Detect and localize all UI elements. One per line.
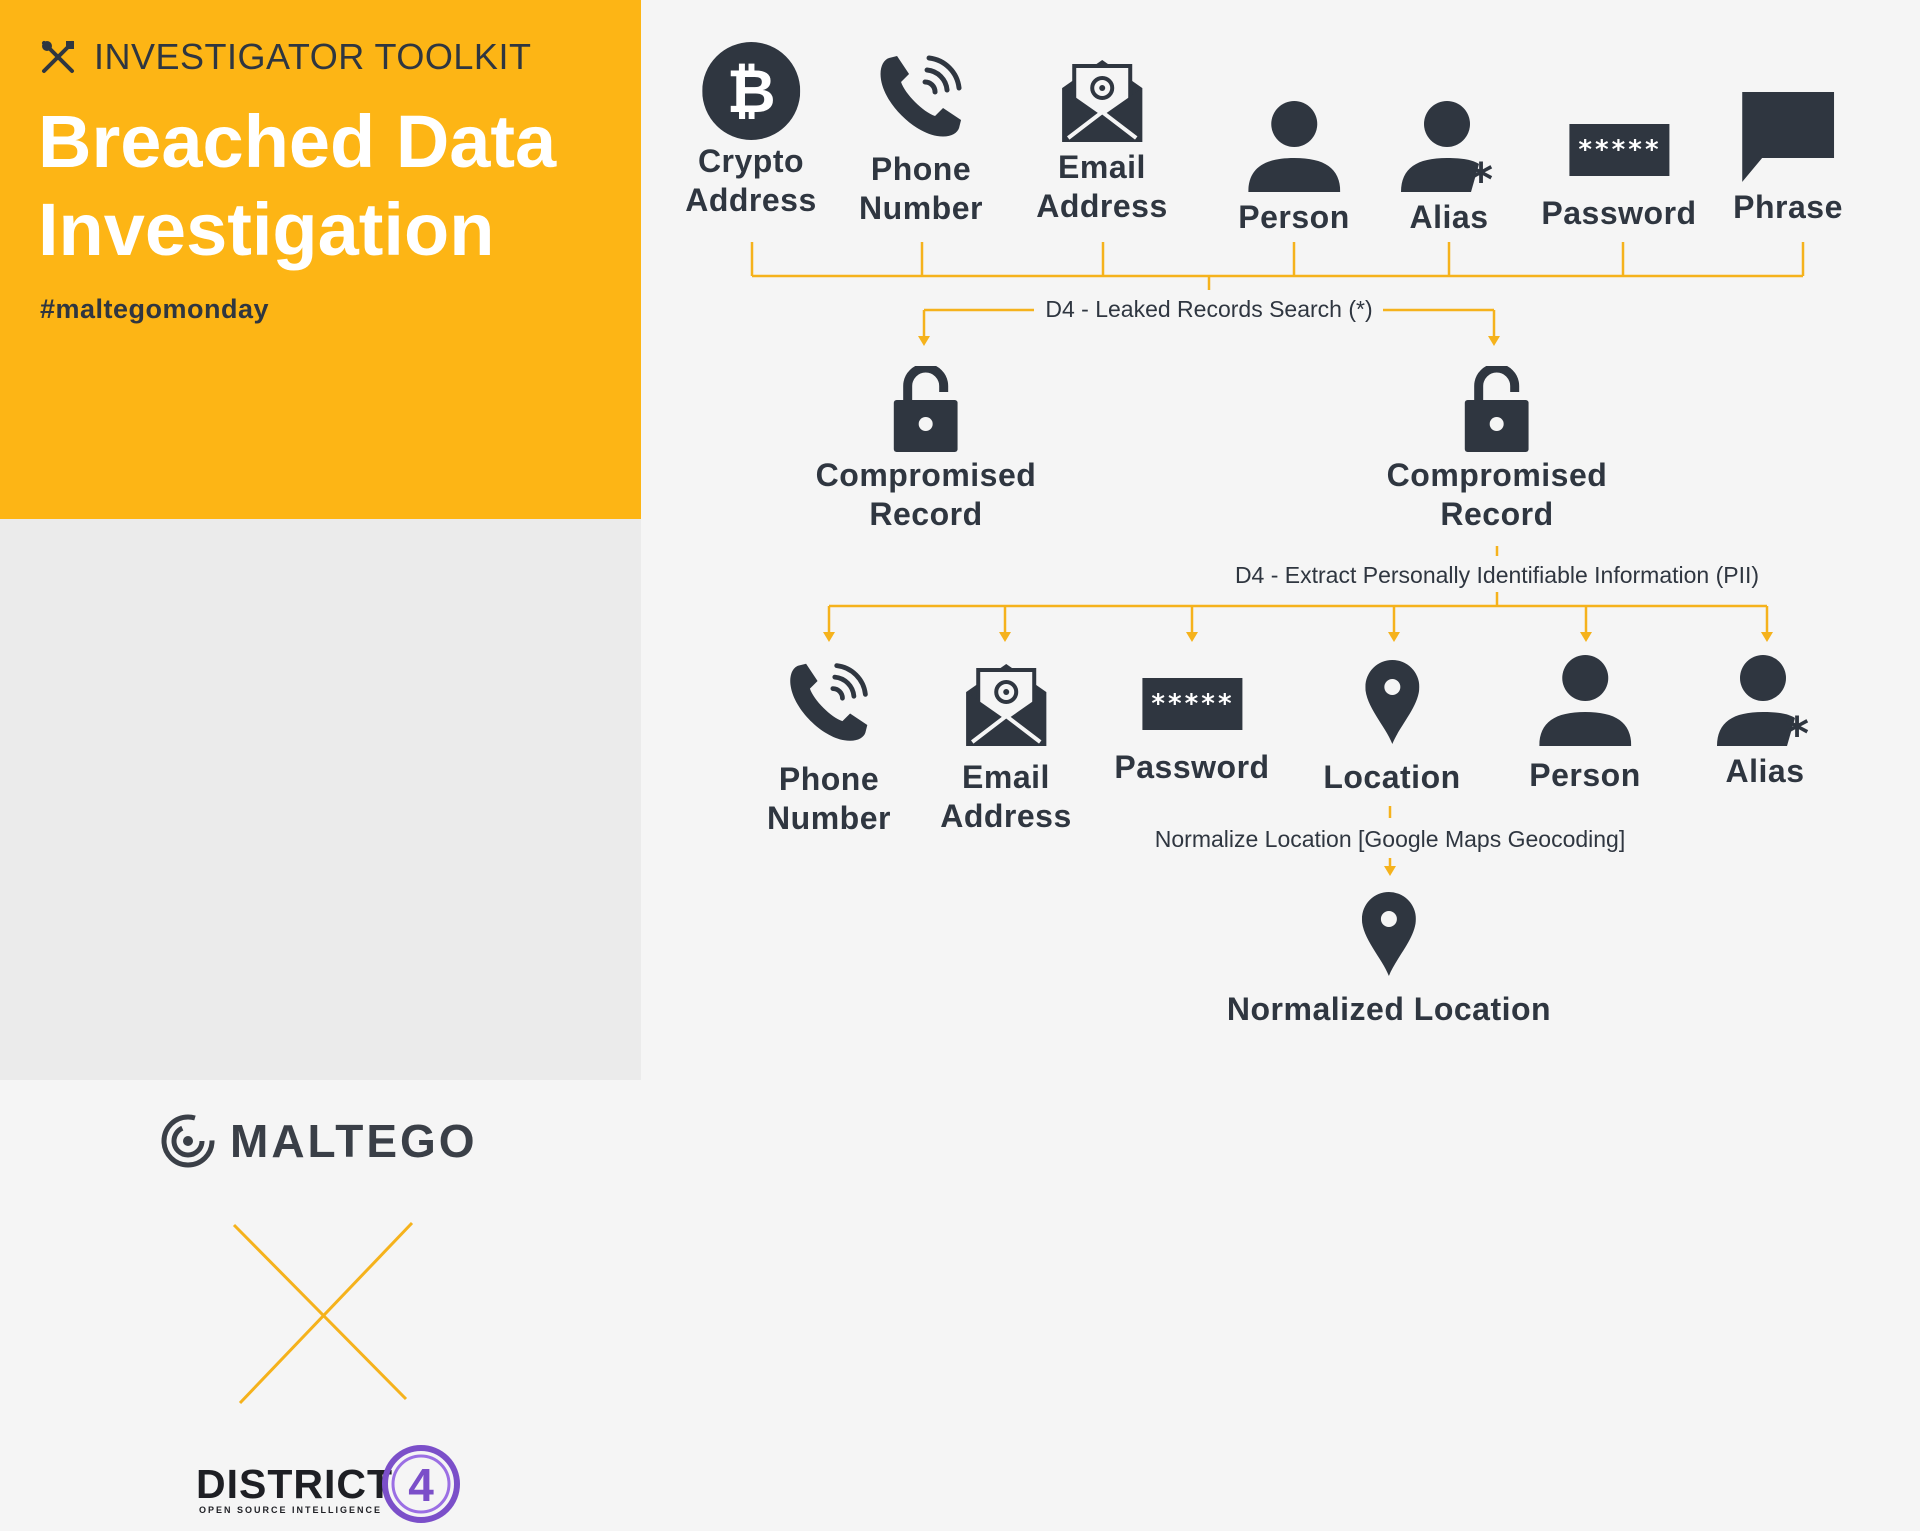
person-icon xyxy=(1538,655,1631,746)
phone-icon xyxy=(790,663,868,741)
flow-connectors xyxy=(750,242,1805,876)
transform-leaked-records-search: D4 - Leaked Records Search (*) xyxy=(1039,296,1379,323)
district4-logo: DISTRICT OPEN SOURCE INTELLIGENCE 4 xyxy=(196,1441,466,1531)
password-icon: ***** xyxy=(1141,678,1242,730)
node-label: Address xyxy=(685,182,817,218)
person-icon xyxy=(1247,101,1340,192)
node-label: Email xyxy=(1058,149,1146,185)
unlocked-padlock-icon xyxy=(1464,366,1529,452)
hashtag: #maltegomonday xyxy=(40,294,270,324)
normalized-location: Normalized Location xyxy=(1227,892,1551,1029)
node-label: Record xyxy=(1440,496,1554,532)
node-label: Address xyxy=(1036,188,1168,224)
email-icon xyxy=(1061,60,1142,142)
district4-badge-icon: 4 xyxy=(382,1445,460,1523)
output-password: ***** Password xyxy=(1114,678,1269,787)
node-label: Compromised xyxy=(815,457,1037,493)
node-label: Email xyxy=(962,759,1050,795)
compromised-record-1: Compromised Record xyxy=(816,366,1037,534)
title-line-1: Breached Data xyxy=(38,100,557,183)
transform-normalize-location: Normalize Location [Google Maps Geocodin… xyxy=(1148,826,1632,853)
district-wordmark: DISTRICT xyxy=(196,1461,394,1507)
node-label: Alias xyxy=(1409,199,1489,235)
node-label: Normalized Location xyxy=(1226,991,1552,1027)
page-title: Breached Data Investigation xyxy=(38,98,618,274)
input-email-address: Email Address xyxy=(1036,52,1168,226)
title-line-2: Investigation xyxy=(38,188,495,271)
node-label: Person xyxy=(1529,757,1641,793)
input-crypto-address: ₿ Crypto Address xyxy=(685,42,817,220)
location-pin-icon xyxy=(1364,660,1419,744)
maltego-mark-icon xyxy=(161,1114,215,1168)
node-label: Password xyxy=(1541,195,1697,231)
node-label: Phone xyxy=(778,761,880,797)
maltego-wordmark: MALTEGO xyxy=(230,1115,478,1167)
input-alias: * Alias xyxy=(1401,100,1497,237)
node-label: Location xyxy=(1323,759,1461,795)
alias-icon: * xyxy=(1401,101,1493,196)
input-phone-number: Phone Number xyxy=(859,50,983,228)
maltego-logo: MALTEGO xyxy=(160,1113,478,1169)
svg-text:*: * xyxy=(1785,707,1809,750)
svg-text:₿: ₿ xyxy=(727,58,776,125)
password-icon: ***** xyxy=(1568,124,1669,176)
tools-icon xyxy=(42,41,74,73)
input-person: Person xyxy=(1238,100,1349,237)
transform-extract-pii: D4 - Extract Personally Identifiable Inf… xyxy=(1228,562,1766,589)
output-location: Location xyxy=(1323,660,1460,797)
email-icon xyxy=(965,664,1046,746)
node-label: Password xyxy=(1114,749,1270,785)
phrase-icon xyxy=(1741,92,1834,182)
output-email-address: Email Address xyxy=(940,656,1072,836)
node-label: Phrase xyxy=(1733,189,1843,225)
title-panel: INVESTIGATOR TOOLKIT Breached Data Inves… xyxy=(0,0,641,519)
alias-icon: * xyxy=(1717,655,1809,750)
district-number: 4 xyxy=(408,1459,434,1511)
node-label: Alias xyxy=(1725,753,1805,789)
output-alias: * Alias xyxy=(1717,654,1813,791)
node-label: Address xyxy=(940,798,1072,834)
node-label: Phone xyxy=(870,151,972,187)
compromised-record-2: Compromised Record xyxy=(1387,366,1608,534)
toolkit-heading: INVESTIGATOR TOOLKIT xyxy=(40,36,531,78)
output-person: Person xyxy=(1529,654,1640,795)
district-tagline: OPEN SOURCE INTELLIGENCE xyxy=(199,1505,383,1515)
node-label: Compromised xyxy=(1386,457,1608,493)
phone-icon xyxy=(880,55,962,137)
collaboration-x-icon xyxy=(232,1221,414,1405)
node-label: Crypto xyxy=(697,143,805,179)
node-label: Number xyxy=(767,800,891,836)
bitcoin-icon: ₿ xyxy=(701,42,800,140)
location-pin-icon xyxy=(1361,892,1416,976)
output-phone-number: Phone Number xyxy=(767,658,891,838)
node-label: Person xyxy=(1238,199,1350,235)
unlocked-padlock-icon xyxy=(893,366,958,452)
svg-text:*: * xyxy=(1469,153,1493,196)
input-password: ***** Password xyxy=(1541,124,1696,233)
toolkit-label: INVESTIGATOR TOOLKIT xyxy=(94,36,532,77)
node-label: Number xyxy=(859,190,983,226)
input-phrase: Phrase xyxy=(1733,92,1843,227)
node-label: Record xyxy=(869,496,983,532)
